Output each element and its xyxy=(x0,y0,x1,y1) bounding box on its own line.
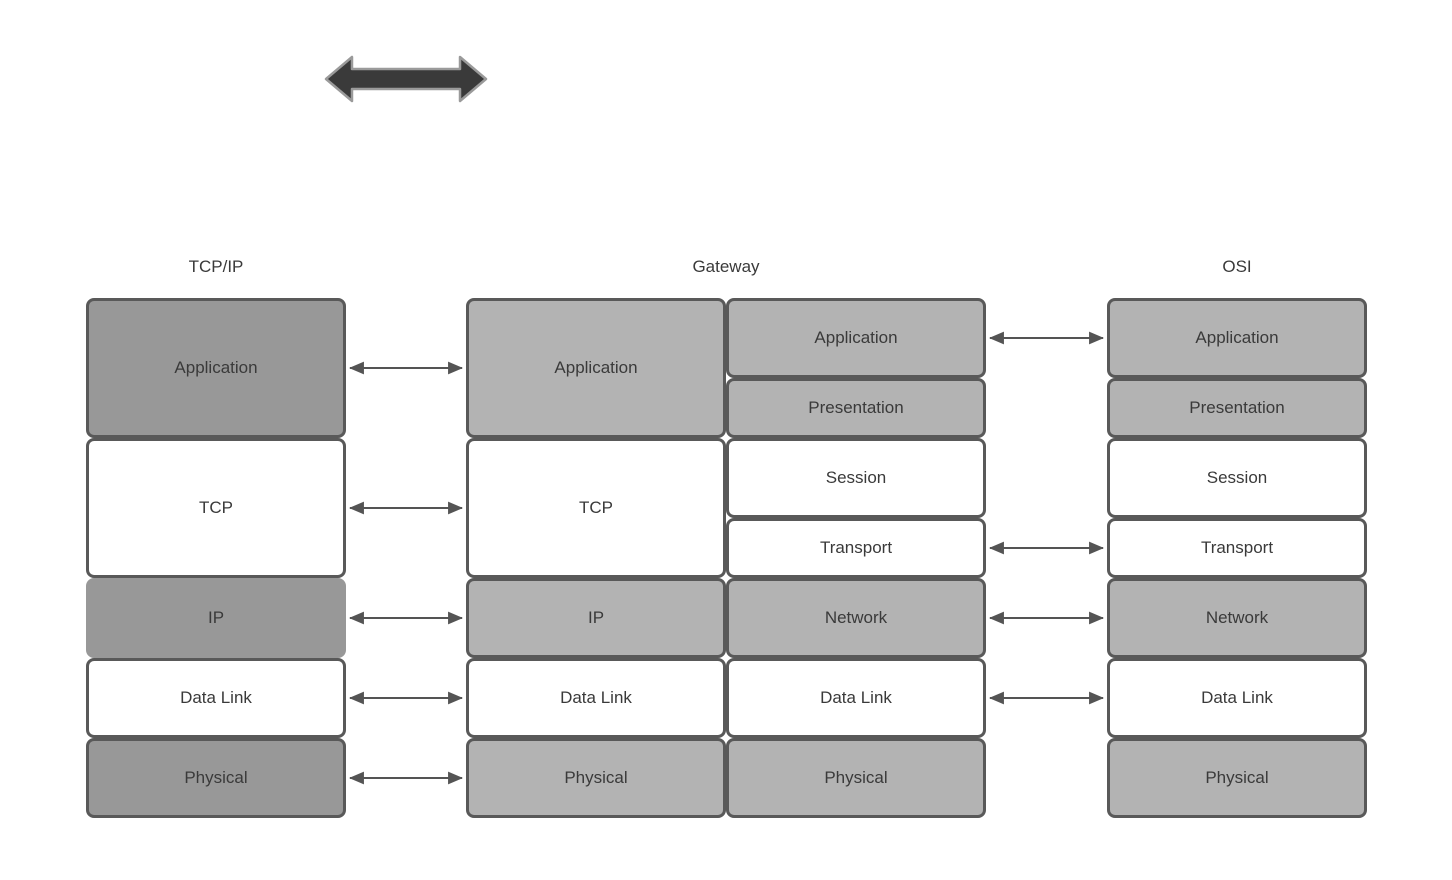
gateway-right-layer-physical: Physical xyxy=(726,738,986,818)
osi-layer-application: Application xyxy=(1107,298,1367,378)
gateway-right-layer-data-link: Data Link xyxy=(726,658,986,738)
osi-layer-physical: Physical xyxy=(1107,738,1367,818)
gateway-right-layer-network: Network xyxy=(726,578,986,658)
gateway-right-layer-presentation: Presentation xyxy=(726,378,986,438)
tcpip-column-title: TCP/IP xyxy=(188,257,244,276)
tcpip-layer-physical: Physical xyxy=(86,738,346,818)
osi-layer-data-link: Data Link xyxy=(1107,658,1367,738)
gateway-left-layer-tcp: TCP xyxy=(466,438,726,578)
gateway-right-layer-session: Session xyxy=(726,438,986,518)
gateway-column-title: Gateway xyxy=(692,257,760,276)
gateway-right-layer-application: Application xyxy=(726,298,986,378)
osi-layer-network: Network xyxy=(1107,578,1367,658)
gateway-left-layer-ip: IP xyxy=(466,578,726,658)
gateway-left-layer-application: Application xyxy=(466,298,726,438)
osi-layer-transport: Transport xyxy=(1107,518,1367,578)
tcpip-layer-ip: IP xyxy=(86,578,346,658)
gateway-left-layer-data-link: Data Link xyxy=(466,658,726,738)
osi-column-title: OSI xyxy=(1222,257,1252,276)
tcpip-layer-data-link: Data Link xyxy=(86,658,346,738)
tcpip-layer-application: Application xyxy=(86,298,346,438)
tcpip-layer-tcp: TCP xyxy=(86,438,346,578)
gateway-right-layer-transport: Transport xyxy=(726,518,986,578)
gateway-left-layer-physical: Physical xyxy=(466,738,726,818)
osi-layer-session: Session xyxy=(1107,438,1367,518)
osi-layer-presentation: Presentation xyxy=(1107,378,1367,438)
